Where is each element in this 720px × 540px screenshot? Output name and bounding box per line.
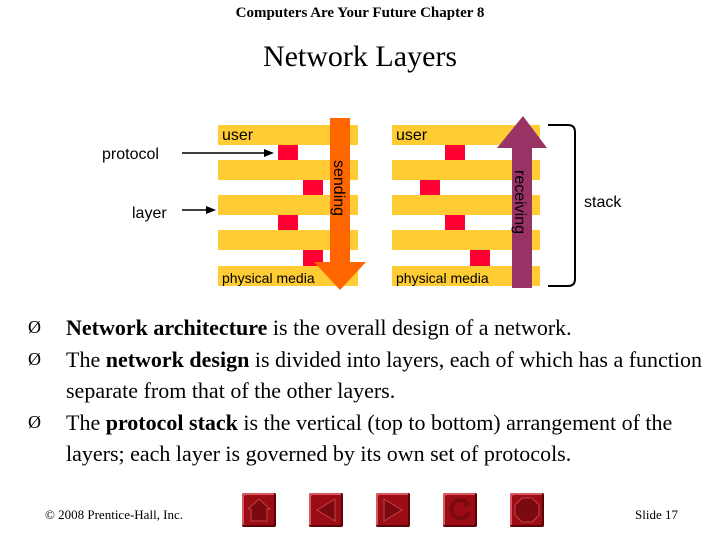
receiving-arrow [497, 116, 547, 288]
sending-label: sending [330, 160, 347, 216]
left-layer-4 [218, 230, 358, 250]
right-layer-1 [392, 125, 540, 145]
bullet-item: Ø The protocol stack is the vertical (top… [28, 407, 708, 470]
left-physical-media-label: physical media [222, 270, 315, 286]
right-block-4 [470, 250, 490, 266]
right-user-label: user [396, 127, 428, 144]
bullet-marker-icon: Ø [28, 411, 41, 432]
bullet-bold-text: network design [105, 346, 250, 372]
stop-button[interactable] [510, 493, 544, 527]
bullet-text: is the vertical (top to bottom) arrangem… [66, 409, 673, 467]
bullet-bold-text: protocol stack [105, 409, 238, 435]
bullet-text: The [66, 346, 106, 372]
left-stack [218, 125, 358, 286]
bullet-text: The [66, 409, 106, 435]
bullet-marker-icon: Ø [28, 348, 41, 369]
network-layers-diagram: sending receiving user user physical med… [102, 116, 622, 290]
slide-title: Network Layers [262, 40, 458, 73]
right-stack [392, 125, 540, 286]
right-layer-2 [392, 160, 540, 180]
receiving-label: receiving [511, 170, 528, 234]
protocol-pointer-head [264, 149, 274, 157]
bullet-list: Ø Network architecture is the overall des… [28, 312, 708, 470]
bullet-marker-icon: Ø [28, 317, 41, 337]
right-physical-media-label: physical media [396, 270, 489, 286]
back-button[interactable] [309, 493, 343, 527]
stack-bracket [548, 124, 576, 287]
bullet-item: Ø The network design is divided into laye… [28, 344, 708, 407]
protocol-label: protocol [102, 146, 159, 163]
back-arrow-icon [316, 498, 336, 522]
right-block-1 [445, 145, 465, 160]
stack-label: stack [584, 194, 622, 211]
left-block-1 [278, 145, 298, 160]
bullet-bold-text: Network architecture [66, 315, 268, 340]
right-layer-3 [392, 195, 540, 215]
home-button[interactable] [242, 493, 276, 527]
right-layer-4 [392, 230, 540, 250]
forward-arrow-icon [383, 498, 403, 522]
bullet-text: is divided into layers, each of which ha… [66, 346, 703, 404]
return-button[interactable] [443, 493, 477, 527]
left-layer-2 [218, 160, 358, 180]
return-icon [449, 498, 471, 521]
left-user-label: user [222, 127, 254, 144]
bullet-text: is the overall design of a network. [267, 315, 572, 340]
left-layer-3 [218, 195, 358, 215]
right-block-2 [420, 180, 440, 195]
right-layer-5 [392, 266, 540, 286]
left-block-3 [278, 215, 298, 230]
right-block-3 [445, 215, 465, 230]
layer-pointer-head [206, 206, 216, 214]
sending-arrow [314, 118, 366, 290]
slide-number: Slide 17 [635, 507, 678, 522]
copyright-text: © 2008 Prentice-Hall, Inc. [45, 507, 184, 522]
slide-header: Computers Are Your Future Chapter 8 [235, 5, 485, 21]
bullet-item: Ø Network architecture is the overall des… [28, 312, 708, 344]
layer-label: layer [132, 205, 167, 222]
stop-icon [514, 497, 540, 523]
home-icon [246, 498, 272, 522]
forward-button[interactable] [376, 493, 410, 527]
left-block-2 [303, 180, 323, 195]
left-layer-1 [218, 125, 358, 145]
